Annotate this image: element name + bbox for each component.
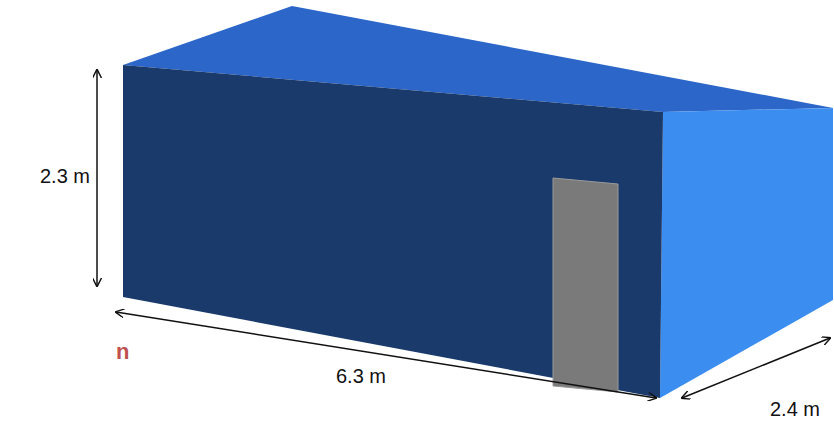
dimension-label: 6.3 m <box>336 365 386 387</box>
dimension-label: 2.3 m <box>40 165 90 187</box>
width-dimension <box>682 338 830 398</box>
dimension-label: 2.4 m <box>770 398 820 420</box>
length-dimension <box>116 312 656 398</box>
heading-fragment: n <box>116 340 129 364</box>
front-face <box>123 65 663 398</box>
height-dimension <box>96 70 98 286</box>
right-face <box>660 108 833 398</box>
door <box>553 178 618 392</box>
